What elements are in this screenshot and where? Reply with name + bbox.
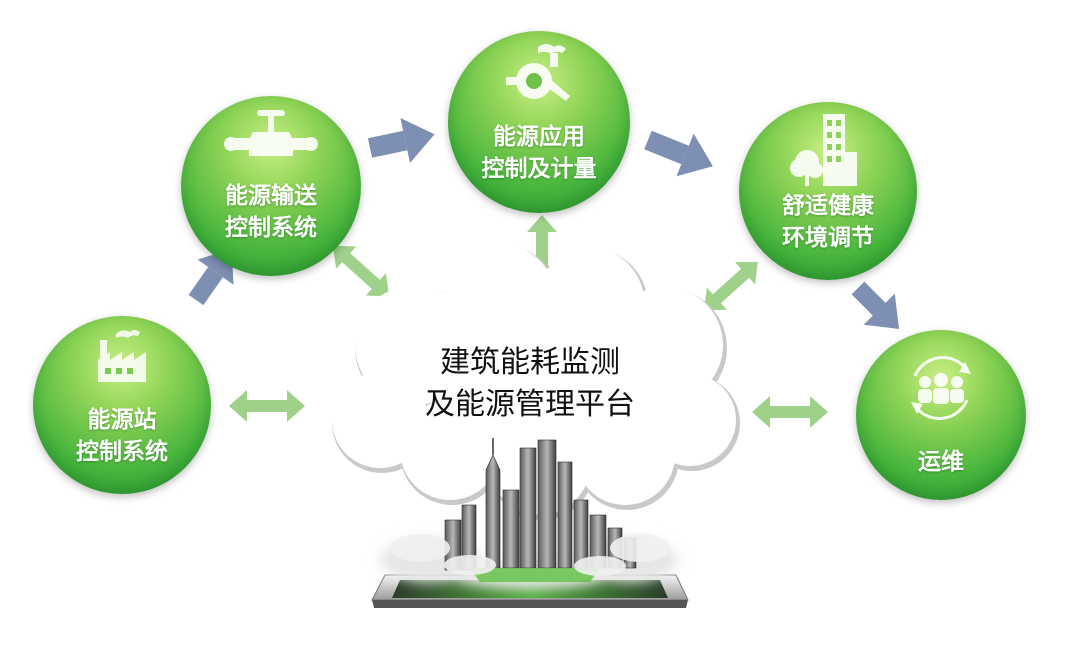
platform-title: 建筑能耗监测 及能源管理平台 — [380, 342, 680, 426]
node-energy-station-line2: 控制系统 — [76, 439, 168, 465]
wrench-gear-icon — [506, 44, 570, 101]
flow-arrow-comfort-operation — [851, 281, 900, 330]
platform-title-line2: 及能源管理平台 — [425, 387, 635, 422]
node-energy-application: 能源应用 控制及计量 — [448, 31, 630, 213]
link-arrow-operation — [752, 396, 828, 428]
node-comfort-environment-line2: 环境调节 — [782, 225, 874, 251]
node-energy-transport-line2: 控制系统 — [225, 215, 317, 241]
node-energy-transport: 能源输送 控制系统 — [181, 96, 361, 276]
tablet-city-illustration — [371, 438, 689, 608]
link-arrow-comfort — [704, 261, 758, 311]
platform-title-line1: 建筑能耗监测 — [440, 345, 620, 380]
people-cycle-icon — [911, 356, 971, 420]
node-energy-transport-line1: 能源输送 — [225, 183, 317, 209]
node-comfort-environment: 舒适健康 环境调节 — [739, 102, 917, 280]
factory-icon — [98, 330, 146, 382]
flow-arrows — [188, 118, 900, 330]
node-energy-station-line1: 能源站 — [87, 407, 157, 433]
link-arrow-transport — [332, 245, 390, 297]
node-energy-application-line1: 能源应用 — [493, 124, 585, 150]
node-operation: 运维 — [856, 330, 1026, 500]
flow-arrow-application-comfort — [644, 130, 713, 177]
flow-arrow-transport-application — [367, 118, 435, 164]
node-energy-station: 能源站 控制系统 — [33, 316, 211, 494]
node-comfort-environment-line1: 舒适健康 — [782, 193, 874, 219]
platform-cloud — [332, 244, 740, 520]
link-arrow-station — [229, 390, 305, 422]
node-energy-application-line2: 控制及计量 — [481, 156, 597, 182]
building-tree-icon — [790, 114, 857, 186]
node-operation-line1: 运维 — [918, 449, 964, 475]
valve-icon — [224, 110, 318, 156]
